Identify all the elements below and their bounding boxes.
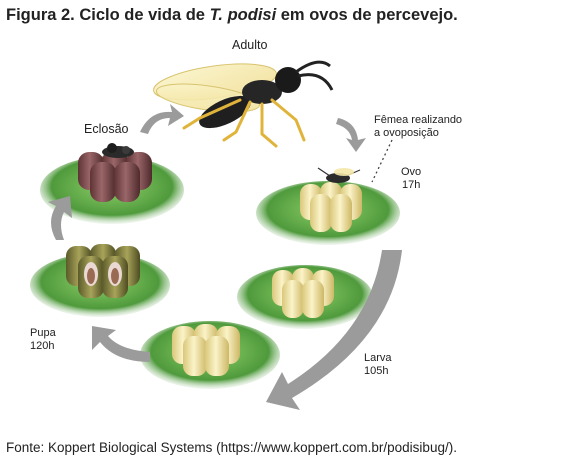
figure-source: Fonte: Koppert Biological Systems (https… xyxy=(6,440,457,455)
arrow-eclosao-to-adulto xyxy=(140,104,184,134)
adult-wasp-illustration xyxy=(153,60,334,148)
arrow-big-ovo-to-larva xyxy=(266,250,402,410)
cycle-arrows xyxy=(48,104,402,410)
label-pupa: Pupa xyxy=(30,327,56,339)
eggs-pupa xyxy=(66,244,140,298)
title-suffix: em ovos de percevejo. xyxy=(276,6,458,24)
eggs-larva-upper xyxy=(272,268,334,318)
label-adulto: Adulto xyxy=(232,38,268,52)
eggs-larva-lower xyxy=(172,324,240,376)
eggs-ovo xyxy=(300,167,362,232)
label-femea-line1: Fêmea realizando xyxy=(374,114,463,126)
femea-pointer-line xyxy=(371,139,393,183)
label-larva: Larva xyxy=(364,352,392,364)
label-eclosao: Eclosão xyxy=(84,122,129,136)
title-species: T. podisi xyxy=(209,6,277,24)
label-ovo-time: 17h xyxy=(402,179,421,191)
figure-title: Figura 2. Ciclo de vida de T. podisi em … xyxy=(6,6,458,25)
arrow-pupa-to-eclosao xyxy=(48,196,72,240)
label-larva-time: 105h xyxy=(364,365,389,377)
eggs-eclosao xyxy=(78,143,152,202)
title-prefix: Figura 2. Ciclo de vida de xyxy=(6,6,210,24)
label-pupa-time: 120h xyxy=(30,340,55,352)
arrow-larva-to-pupa xyxy=(92,326,150,362)
label-ovo: Ovo xyxy=(401,166,422,178)
label-femea-line2: a ovoposição xyxy=(374,127,439,139)
arrow-adulto-to-femea xyxy=(336,118,366,152)
